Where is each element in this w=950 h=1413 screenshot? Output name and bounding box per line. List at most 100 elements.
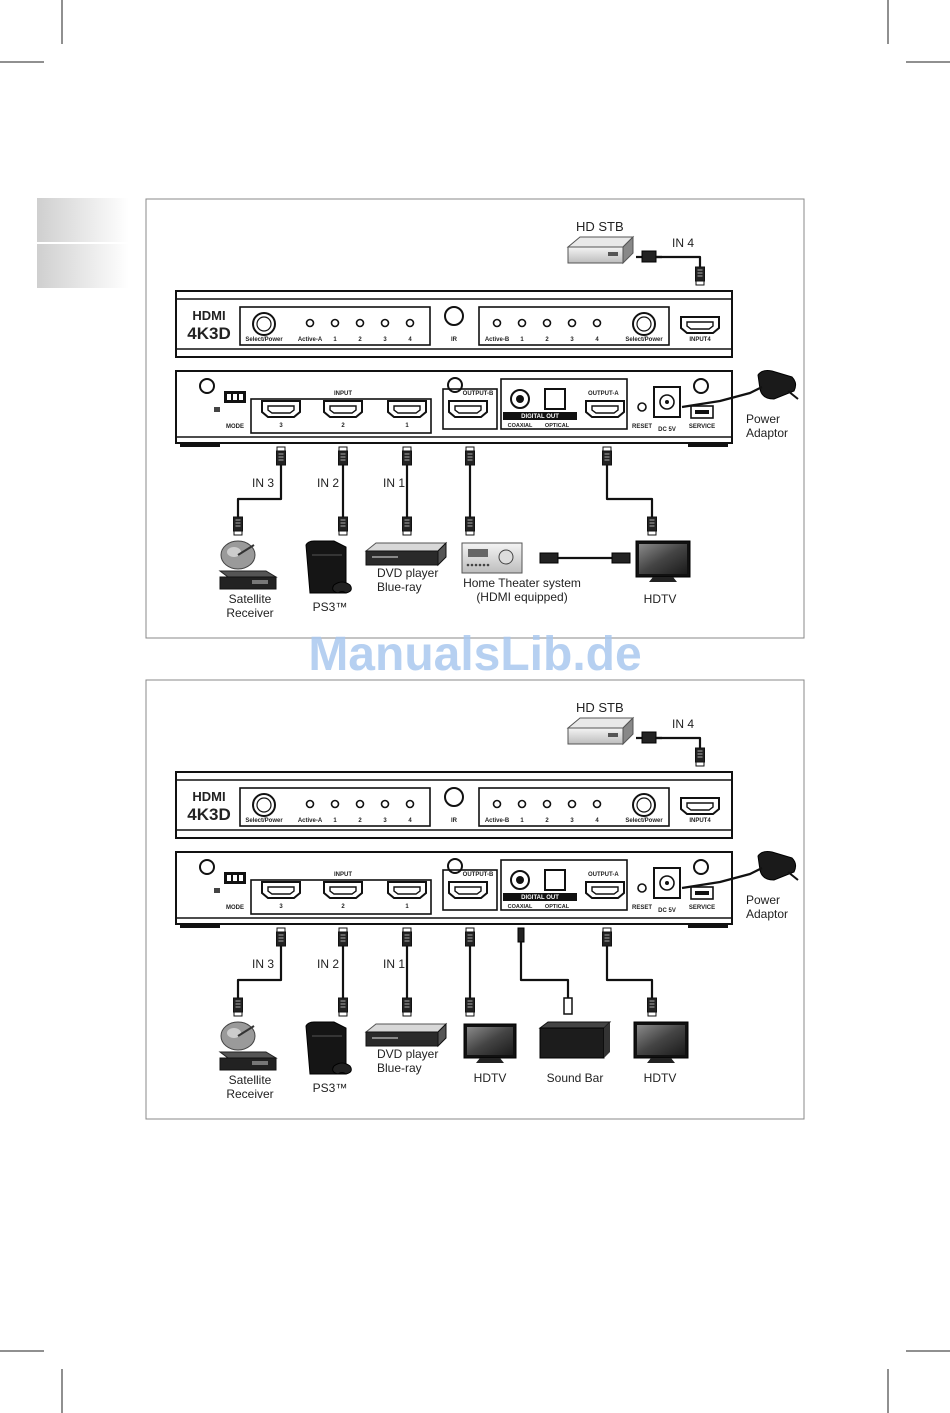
output-b-frame bbox=[442, 388, 498, 430]
mode-dip bbox=[227, 394, 231, 400]
in4-cable-b bbox=[656, 736, 702, 748]
led-a-3 bbox=[380, 799, 390, 809]
input-port-number: 2 bbox=[341, 423, 345, 429]
input-group-title: INPUT bbox=[334, 872, 352, 878]
stb-side bbox=[622, 716, 634, 746]
led-a-number: 2 bbox=[358, 337, 362, 343]
in2-plug-top bbox=[338, 446, 348, 466]
outb-plug-bottom bbox=[465, 516, 475, 536]
dvd-top bbox=[364, 1023, 448, 1033]
hdmi-input-port-3 bbox=[261, 881, 301, 899]
logo-hdmi: HDMI bbox=[192, 789, 225, 804]
in2-plug-top bbox=[338, 927, 348, 947]
in3-label: IN 3 bbox=[252, 957, 274, 971]
led-b-1 bbox=[517, 318, 527, 328]
reset-label: RESET bbox=[632, 424, 652, 430]
screw-mid bbox=[447, 858, 463, 874]
dvd-player-device bbox=[364, 541, 448, 567]
satellite-label-1: Satellite bbox=[229, 1073, 272, 1087]
led-a-4 bbox=[405, 799, 415, 809]
hdtv-b-label: HDTV bbox=[474, 1071, 507, 1085]
select-power-label-right: Select/Power bbox=[625, 818, 663, 824]
screw-left bbox=[199, 859, 215, 875]
dc-jack-frame bbox=[653, 867, 681, 899]
stb-top bbox=[566, 236, 635, 248]
digital-out-frame bbox=[500, 378, 628, 430]
output-a-port bbox=[585, 881, 625, 899]
led-b-0 bbox=[492, 318, 502, 328]
input-port-number: 3 bbox=[279, 904, 283, 910]
hdmi-input-port-2 bbox=[323, 881, 363, 899]
dvd-label-2: Blue-ray bbox=[377, 580, 422, 594]
receiver-display bbox=[252, 1061, 268, 1065]
dvd-side bbox=[437, 1022, 447, 1048]
select-power-button-left bbox=[252, 312, 276, 336]
dc-jack-pin bbox=[665, 400, 669, 404]
power-adaptor-label-2: Adaptor bbox=[746, 907, 788, 921]
select-power-button-right bbox=[632, 312, 656, 336]
hd-stb-label: HD STB bbox=[576, 700, 624, 715]
select-power-button-left-ring bbox=[256, 316, 272, 332]
led-a-number: 1 bbox=[333, 818, 337, 824]
soundbar-label: Sound Bar bbox=[547, 1071, 604, 1085]
ps3-controller bbox=[332, 1062, 352, 1075]
select-power-button-left-ring bbox=[256, 797, 272, 813]
input-group-title: INPUT bbox=[334, 391, 352, 397]
in4-label: IN 4 bbox=[672, 236, 694, 250]
led-b-2 bbox=[542, 318, 552, 328]
ps3-device bbox=[305, 540, 352, 594]
adaptor-body bbox=[757, 370, 797, 400]
input4-port bbox=[680, 316, 720, 334]
avr-knob bbox=[498, 549, 514, 565]
outb-plug-bottom bbox=[465, 997, 475, 1017]
active-a-label: Active-A bbox=[298, 818, 323, 824]
soundbar-front bbox=[539, 1027, 605, 1059]
screw-right bbox=[693, 378, 709, 394]
led-a-3 bbox=[380, 318, 390, 328]
avr-button bbox=[486, 563, 490, 567]
ps3-controller bbox=[332, 581, 352, 594]
in4-cable-b bbox=[656, 255, 702, 267]
led-a-1 bbox=[330, 318, 340, 328]
output-a-label: OUTPUT-A bbox=[588, 391, 619, 397]
led-a-number: 4 bbox=[408, 337, 412, 343]
in3-plug-bottom bbox=[233, 997, 243, 1017]
in3-cable bbox=[236, 465, 283, 517]
in1-label: IN 1 bbox=[383, 957, 405, 971]
foot-left bbox=[180, 924, 220, 928]
led-a-1 bbox=[330, 799, 340, 809]
dvd-label-1: DVD player bbox=[377, 1047, 438, 1061]
satellite-label-2: Receiver bbox=[226, 606, 273, 620]
power-adaptor-label-2: Adaptor bbox=[746, 426, 788, 440]
input-port-number: 3 bbox=[279, 423, 283, 429]
logo-bg bbox=[182, 786, 236, 826]
led-b-number: 4 bbox=[595, 337, 599, 343]
led-a-4 bbox=[405, 318, 415, 328]
dvd-tray bbox=[372, 1037, 398, 1039]
logo-hdmi: HDMI bbox=[192, 308, 225, 323]
front-group-b bbox=[478, 787, 670, 827]
coax-plug-bottom bbox=[563, 997, 573, 1015]
in1-label: IN 1 bbox=[383, 476, 405, 490]
mode-label: MODE bbox=[226, 905, 244, 911]
hdmi-input-port-1 bbox=[387, 881, 427, 899]
tv-stand bbox=[649, 577, 677, 582]
adaptor-prong bbox=[787, 871, 799, 881]
ir-label: IR bbox=[451, 818, 458, 824]
in4-plug-stb bbox=[641, 250, 657, 263]
power-adaptor-label-1: Power bbox=[746, 893, 780, 907]
hdmi-input-port-2 bbox=[323, 400, 363, 418]
dvd-top bbox=[364, 542, 448, 552]
reset-button bbox=[637, 883, 647, 893]
optical-label: OPTICAL bbox=[545, 904, 570, 910]
soundbar-top bbox=[538, 1021, 612, 1029]
hdtv-device bbox=[633, 1021, 689, 1063]
logo-bg bbox=[182, 305, 236, 345]
avr-button bbox=[474, 563, 478, 567]
satellite-label-1: Satellite bbox=[229, 592, 272, 606]
active-a-label: Active-A bbox=[298, 337, 323, 343]
tv-stand bbox=[476, 1058, 504, 1063]
select-power-button-right bbox=[632, 793, 656, 817]
